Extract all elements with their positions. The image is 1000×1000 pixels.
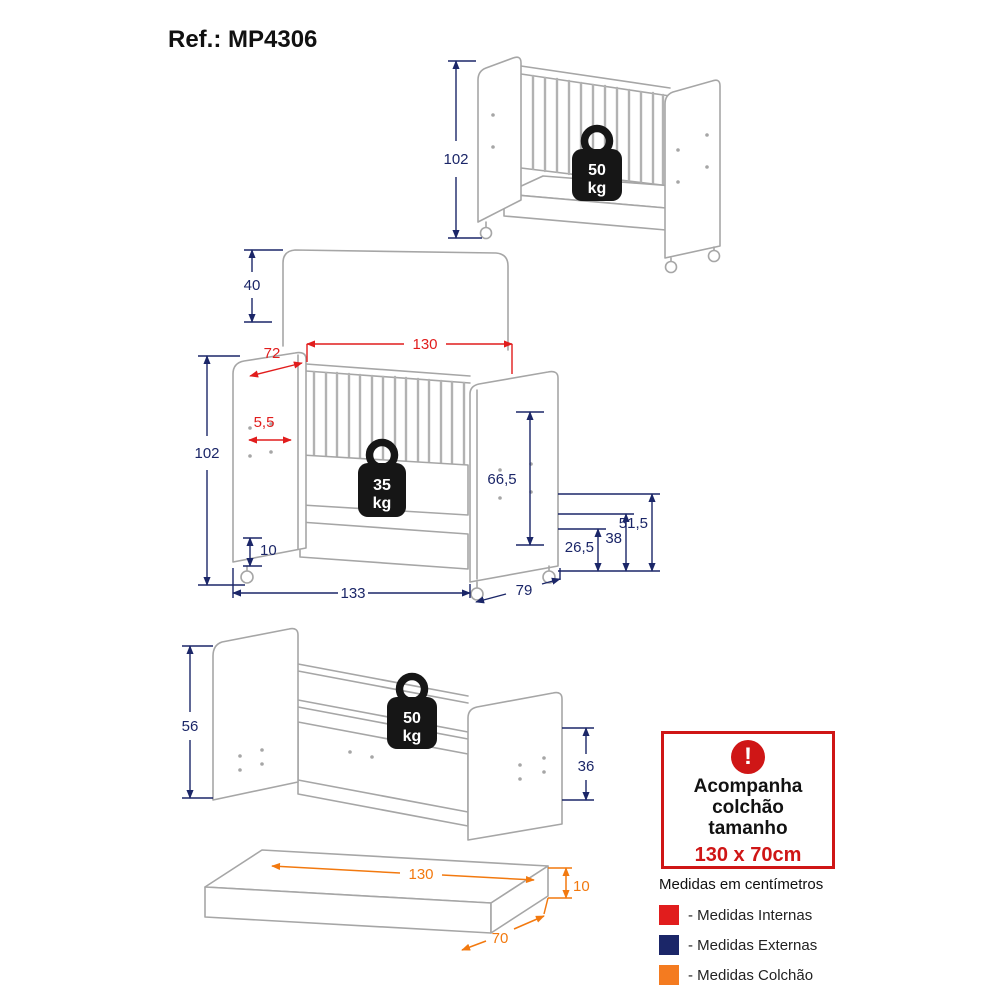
dim-mattress-width: 70 bbox=[461, 897, 549, 951]
weight-unit-top: kg bbox=[588, 180, 607, 197]
dim-crib-external-length: 133 bbox=[232, 568, 471, 602]
dim-label-internal-height: 66,5 bbox=[487, 471, 516, 488]
dim-label-level-3: 51,5 bbox=[619, 515, 648, 532]
dim-label-slat-gap: 5,5 bbox=[254, 414, 275, 431]
callout-line-1: Acompanha bbox=[693, 776, 803, 797]
dim-bed-headboard-height: 56 bbox=[182, 645, 213, 799]
mattress-color-swatch bbox=[659, 965, 679, 985]
dim-label-level-2: 38 bbox=[605, 530, 622, 547]
weight-badge-bed: 50 kg bbox=[387, 672, 437, 749]
callout-line-2: colchão bbox=[712, 797, 784, 818]
dim-label-mattress-length: 130 bbox=[408, 866, 433, 883]
dim-label-external-length: 133 bbox=[340, 585, 365, 602]
dim-top-view-height: 102 bbox=[443, 60, 482, 239]
dim-crib-external-height: 102 bbox=[194, 355, 245, 586]
dim-crib-external-depth: 79 bbox=[475, 568, 561, 604]
dim-label-top-height: 102 bbox=[443, 151, 468, 168]
weight-value-crib: 35 bbox=[373, 477, 391, 494]
dim-crib-slat-gap: 5,5 bbox=[248, 414, 292, 444]
legend-label-external: - Medidas Externas bbox=[688, 936, 818, 954]
dim-label-level-1: 26,5 bbox=[565, 539, 594, 556]
dim-label-mattress-thickness: 10 bbox=[573, 878, 590, 895]
dim-label-base-height: 10 bbox=[260, 542, 277, 559]
external-color-swatch bbox=[659, 935, 679, 955]
dim-mattress-thickness: 10 bbox=[548, 867, 590, 899]
dim-crib-side-levels: 26,5 38 51,5 bbox=[558, 493, 660, 572]
mattress-drawing bbox=[204, 849, 549, 934]
exclamation-icon: ! bbox=[731, 740, 765, 774]
dim-crib-internal-width: 72 bbox=[249, 345, 303, 378]
dim-crib-internal-length: 130 bbox=[306, 336, 513, 374]
dim-mattress-length: 130 bbox=[271, 862, 535, 884]
legend-label-mattress: - Medidas Colchão bbox=[688, 966, 814, 984]
dim-label-bed-headboard: 56 bbox=[182, 718, 199, 735]
legend-item-internal: - Medidas Internas bbox=[659, 905, 899, 925]
weight-badge-top: 50 kg bbox=[572, 124, 622, 201]
dim-label-internal-length: 130 bbox=[412, 336, 437, 353]
legend: Medidas em centímetros - Medidas Interna… bbox=[659, 876, 899, 995]
weight-value-bed: 50 bbox=[403, 710, 421, 727]
callout-line-3: tamanho bbox=[708, 818, 788, 839]
weight-unit-crib: kg bbox=[373, 495, 392, 512]
dim-crib-internal-height: 66,5 bbox=[487, 411, 544, 546]
dim-crib-base-height: 10 bbox=[243, 537, 277, 567]
legend-item-mattress: - Medidas Colchão bbox=[659, 965, 899, 985]
mattress-included-callout: ! Acompanha colchão tamanho 130 x 70cm bbox=[661, 731, 835, 869]
legend-item-external: - Medidas Externas bbox=[659, 935, 899, 955]
reference-title: Ref.: MP4306 bbox=[168, 26, 318, 53]
weight-value-top: 50 bbox=[588, 162, 606, 179]
crib-front-view-drawing bbox=[232, 249, 559, 601]
dim-label-external-height: 102 bbox=[194, 445, 219, 462]
crib-top-view-drawing bbox=[477, 56, 721, 274]
weight-unit-bed: kg bbox=[403, 728, 422, 745]
legend-title: Medidas em centímetros bbox=[659, 876, 824, 893]
dim-bed-footboard-height: 36 bbox=[562, 727, 595, 801]
callout-mattress-size: 130 x 70cm bbox=[694, 844, 802, 866]
dim-label-external-depth: 79 bbox=[516, 582, 533, 599]
dim-label-headboard-height: 40 bbox=[244, 277, 261, 294]
dim-crib-headboard-height: 40 bbox=[244, 249, 283, 323]
dim-label-internal-width: 72 bbox=[264, 345, 281, 362]
dim-label-mattress-width: 70 bbox=[492, 930, 509, 947]
dim-label-bed-footboard: 36 bbox=[578, 758, 595, 775]
internal-color-swatch bbox=[659, 905, 679, 925]
legend-label-internal: - Medidas Internas bbox=[688, 906, 813, 924]
weight-badge-crib: 35 kg bbox=[358, 438, 406, 517]
